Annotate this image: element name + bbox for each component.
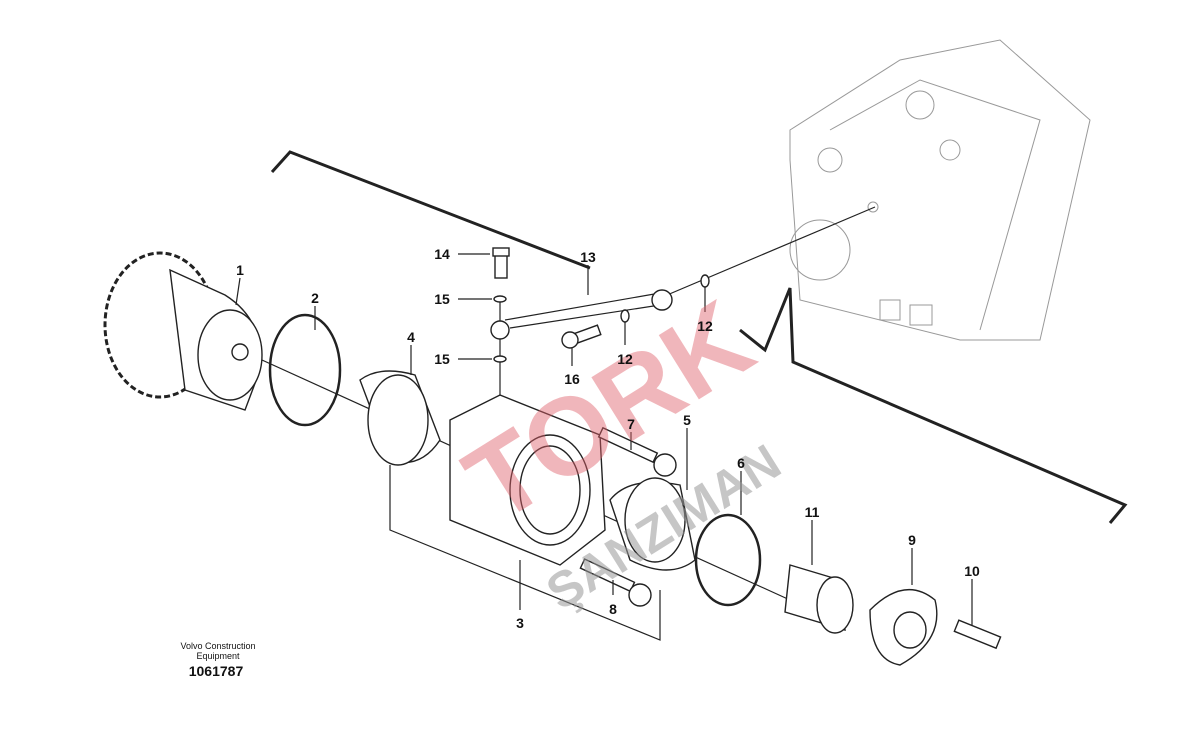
label-part-6: 6 — [737, 455, 745, 471]
label-part-13: 13 — [580, 249, 596, 265]
washer-15 — [493, 355, 507, 363]
label-part-9: 9 — [908, 532, 916, 548]
bolt-16 — [561, 324, 602, 349]
pipe-13 — [490, 289, 673, 340]
caption-company: Volvo Construction — [180, 641, 255, 651]
label-part-15: 15 — [434, 351, 450, 367]
washer-12 — [620, 309, 630, 323]
bolt-8 — [579, 558, 652, 607]
label-part-16: 16 — [564, 371, 580, 387]
label-part-11: 11 — [805, 504, 820, 520]
gear-part-1 — [103, 251, 263, 411]
pump-housing-3 — [449, 394, 606, 566]
bushing-4 — [359, 370, 441, 466]
drawing-number: 1061787 — [189, 663, 244, 679]
label-part-10: 10 — [964, 563, 980, 579]
cover-plate-9 — [869, 588, 938, 666]
o-ring-2 — [268, 313, 342, 427]
bolt-7 — [597, 426, 677, 477]
label-part-5: 5 — [683, 412, 691, 428]
label-part-14: 14 — [434, 246, 450, 262]
screw-10 — [953, 619, 1002, 650]
assembly-bracket — [270, 150, 591, 270]
label-part-1: 1 — [236, 262, 244, 278]
label-part-15: 15 — [434, 291, 450, 307]
assembly-bracket-right — [739, 287, 1128, 524]
gear-shaft-11 — [784, 564, 854, 634]
bushing-5 — [609, 477, 696, 571]
label-part-2: 2 — [311, 290, 319, 306]
label-part-3: 3 — [516, 615, 524, 631]
label-part-8: 8 — [609, 601, 617, 617]
o-ring-6 — [694, 513, 762, 607]
label-part-7: 7 — [627, 416, 635, 432]
label-part-12: 12 — [617, 351, 633, 367]
label-part-12: 12 — [697, 318, 713, 334]
leader-lines — [235, 253, 973, 641]
label-part-4: 4 — [407, 329, 415, 345]
engine-block — [789, 39, 1091, 341]
washer-15 — [493, 295, 507, 303]
caption-company-line2: Equipment — [196, 651, 240, 661]
